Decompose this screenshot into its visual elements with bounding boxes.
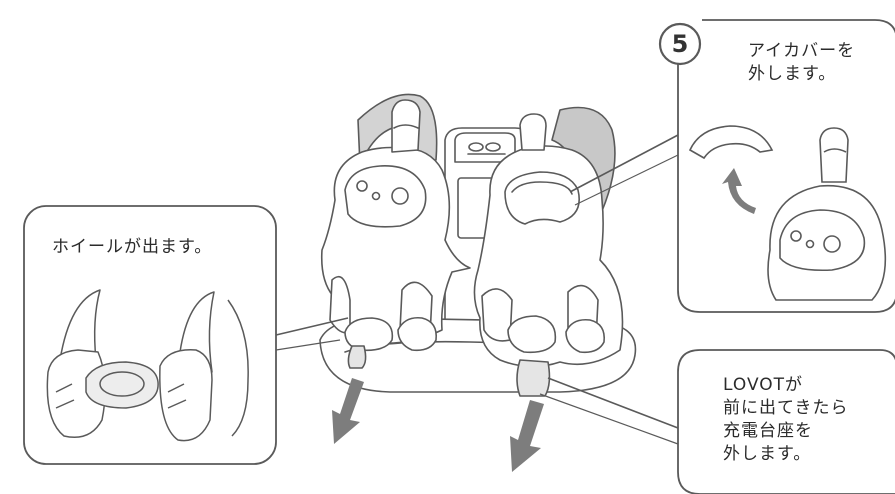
left-robot-face [345,166,426,227]
charging-base-caption: LOVOTが 前に出てきたら 充電台座を 外します。 [723,374,849,466]
right-robot-horn [520,114,546,150]
step-number: 5 [660,24,700,64]
left-wheel [348,346,365,368]
zoom-right-foot [160,350,212,441]
right-pull-arrow-icon [510,400,544,472]
left-pull-arrow-icon [332,378,364,444]
left-robot-arm-left [330,277,350,333]
wheels-caption: ホイールが出ます。 [52,236,212,259]
right-robot-eye-cover [505,172,579,224]
main-illustration [320,94,635,396]
right-wheel [517,360,549,396]
eye-cover-caption: アイカバーを 外します。 [748,40,855,86]
left-robot-horn [392,100,420,152]
zoom-wheel [86,362,158,408]
